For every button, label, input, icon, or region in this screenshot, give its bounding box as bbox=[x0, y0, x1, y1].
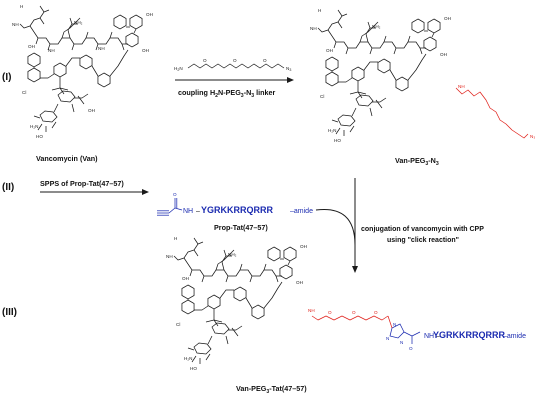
svg-text:OH: OH bbox=[296, 280, 303, 285]
svg-text:NH: NH bbox=[458, 84, 465, 89]
step-label-i: (I) bbox=[2, 72, 11, 83]
svg-text:NH: NH bbox=[166, 254, 173, 259]
svg-text:NH₂: NH₂ bbox=[372, 24, 381, 29]
final-peptide-sequence: YGRKKRRQRRR bbox=[433, 330, 506, 340]
svg-text:OH: OH bbox=[300, 244, 307, 249]
svg-text:H: H bbox=[174, 236, 177, 241]
reaction-arrow-3 bbox=[315, 208, 358, 273]
step-label-ii: (II) bbox=[2, 182, 14, 193]
svg-text:H: H bbox=[20, 4, 23, 9]
svg-text:HO: HO bbox=[190, 366, 197, 371]
svg-text:OH: OH bbox=[146, 12, 153, 17]
peg-linker-structure: H2N O O O N3 bbox=[174, 58, 291, 72]
svg-text:OH: OH bbox=[182, 276, 189, 281]
svg-text:NH: NH bbox=[310, 26, 317, 31]
van-peg3-tat-label: Van-PEG3-Tat(47–57) bbox=[236, 384, 307, 395]
svg-text:OH: OH bbox=[88, 108, 95, 113]
svg-text:H₂N: H₂N bbox=[328, 128, 336, 133]
svg-text:H₂N: H₂N bbox=[30, 124, 38, 129]
svg-text:OH: OH bbox=[444, 16, 451, 21]
van-peg3-tat-structure: H NH OH NH₂ Cl OH OH H₂N HO NH O O O N N… bbox=[166, 236, 421, 371]
svg-text:OH: OH bbox=[326, 48, 333, 53]
linker-coupling-label: coupling H2N-PEG3-N3 linker bbox=[178, 88, 276, 99]
svg-text:NH: NH bbox=[48, 48, 55, 53]
svg-text:OH: OH bbox=[142, 48, 149, 53]
click-conjugation-line2: using "click reaction" bbox=[387, 237, 459, 244]
svg-text:HO: HO bbox=[36, 134, 43, 139]
svg-text:NH₂: NH₂ bbox=[228, 252, 237, 257]
svg-text:H2N: H2N bbox=[174, 66, 183, 72]
svg-text:N3: N3 bbox=[286, 66, 291, 72]
svg-text:NH: NH bbox=[12, 22, 19, 27]
prop-peptide-sequence: YGRKKRRQRRR bbox=[201, 205, 274, 215]
spps-label: SPPS of Prop-Tat(47–57) bbox=[40, 179, 124, 188]
svg-text:O: O bbox=[328, 310, 332, 315]
svg-text:N: N bbox=[400, 340, 403, 345]
svg-text:NH: NH bbox=[308, 308, 315, 313]
propiolyl-group: O bbox=[157, 192, 183, 216]
step-label-iii: (III) bbox=[2, 307, 17, 318]
svg-text:N₃: N₃ bbox=[530, 134, 535, 139]
svg-text:Cl: Cl bbox=[22, 90, 26, 95]
final-amide-label: –amide bbox=[503, 333, 526, 340]
svg-text:Cl: Cl bbox=[176, 322, 180, 327]
svg-text:N: N bbox=[386, 336, 389, 341]
svg-text:H: H bbox=[318, 8, 321, 13]
svg-text:Cl: Cl bbox=[320, 94, 324, 99]
svg-text:O: O bbox=[374, 310, 378, 315]
prop-tat-label: Prop-Tat(47–57) bbox=[214, 223, 268, 232]
svg-text:O: O bbox=[233, 58, 237, 63]
prop-nh-label: NH bbox=[183, 208, 193, 215]
svg-text:O: O bbox=[173, 192, 177, 197]
vancomycin-structure: H NH OH NH₂ NH Cl NH OH OH H₂N HO OH bbox=[12, 4, 153, 139]
vancomycin-label: Vancomycin (Van) bbox=[36, 154, 98, 163]
svg-text:O: O bbox=[263, 58, 267, 63]
van-peg3-n3-label: Van-PEG3-N3 bbox=[395, 156, 439, 167]
svg-text:H₂N: H₂N bbox=[184, 356, 192, 361]
svg-text:O: O bbox=[352, 310, 356, 315]
svg-text:HO: HO bbox=[334, 138, 341, 143]
svg-text:NH: NH bbox=[98, 46, 105, 51]
svg-text:N: N bbox=[393, 322, 396, 327]
svg-text:–: – bbox=[196, 208, 200, 215]
prop-amide-label: –amide bbox=[290, 208, 313, 215]
svg-text:OH: OH bbox=[28, 44, 35, 49]
svg-text:O: O bbox=[409, 346, 413, 351]
final-nh-label: NH bbox=[424, 333, 434, 340]
svg-text:NH₂: NH₂ bbox=[74, 20, 83, 25]
svg-text:–: – bbox=[436, 333, 440, 340]
van-peg3-n3-structure: H NH OH NH₂ Cl OH OH H₂N HO NH N₃ bbox=[310, 8, 535, 143]
svg-text:OH: OH bbox=[440, 52, 447, 57]
click-conjugation-line1: conjugation of vancomycin with CPP bbox=[361, 226, 484, 233]
svg-text:O: O bbox=[203, 58, 207, 63]
